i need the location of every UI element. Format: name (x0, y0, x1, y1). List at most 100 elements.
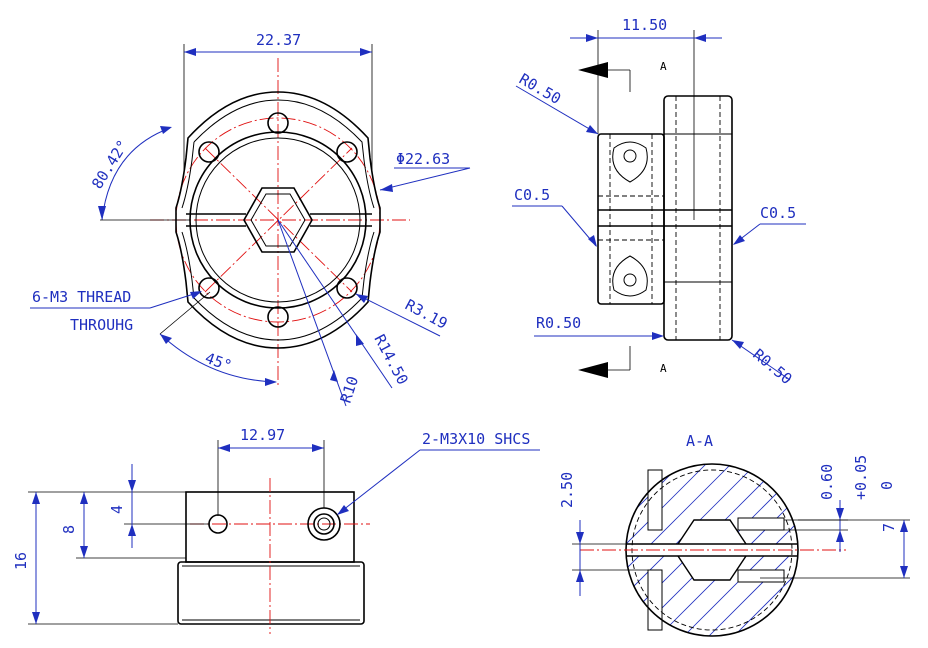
dim-arrow (588, 235, 597, 247)
leader-r0-50-top (515, 85, 599, 135)
dim-label-tol-zero: 0 (878, 481, 896, 490)
dim-label-diameter: Φ22.63 (396, 150, 450, 168)
thread-note-line1: 6-M3 THREAD (32, 288, 131, 306)
dim-label-c0-5-right: C0.5 (760, 204, 796, 222)
front-hex-socket-inner (250, 193, 306, 247)
leader-r0-50-bottom-right (731, 339, 791, 381)
front-hex-socket (243, 187, 313, 253)
dim-arrow (32, 492, 40, 504)
dim-label-tol-plus: +0.05 (852, 455, 870, 500)
section-arrow-bottom (578, 362, 608, 378)
dim-arrow (576, 532, 584, 544)
section-arrow-top (578, 62, 608, 78)
leader-r14-50 (277, 219, 393, 389)
dim-arrow (576, 570, 584, 582)
section-label-top: A (660, 60, 667, 73)
dim-arrow (900, 566, 908, 578)
front-diagonal-centerline (204, 147, 353, 293)
bolt-hole-top (267, 112, 289, 134)
leader-screw (337, 449, 421, 515)
dim-arrow (80, 492, 88, 504)
screw-note: 2-M3X10 SHCS (422, 430, 530, 448)
dim-label-r0-50-top: R0.50 (516, 70, 564, 108)
dim-label-r0-50-bottom-left: R0.50 (536, 314, 581, 332)
dim-arrow (160, 334, 172, 344)
side-body-right (663, 95, 733, 341)
bottom-screw-inner (317, 517, 331, 531)
dim-arrow (586, 125, 598, 134)
dim-label-r0-50-bottom-right: R0.50 (749, 345, 795, 388)
dim-label-7: 7 (880, 523, 898, 532)
bolt-hole-bottom-right (336, 277, 358, 299)
dim-arrow (218, 444, 230, 452)
section-key (737, 569, 785, 583)
side-clamp-hole-top (612, 141, 648, 183)
dim-arrow (900, 520, 908, 532)
front-inner-bore-edge (195, 137, 361, 303)
section-key (737, 517, 785, 531)
dim-label-4: 4 (108, 505, 126, 514)
section-view: A-A (558, 432, 910, 637)
bottom-lower-block (177, 561, 365, 625)
section-clamp-slot (647, 469, 663, 531)
bottom-view: 12.97 2-M3X10 SHCS 16 8 4 (12, 426, 540, 634)
dim-arrow (732, 340, 744, 349)
leader-r3-19 (355, 293, 441, 337)
dim-label-80-42: 80.42° (88, 137, 132, 192)
dim-arrow (330, 370, 338, 382)
dim-arrow (360, 48, 372, 56)
dim-arrow (694, 34, 706, 42)
dim-arrow (128, 524, 136, 536)
dim-label-8: 8 (60, 525, 78, 534)
dim-arrow (652, 332, 664, 340)
dim-arc-45 (159, 333, 277, 383)
dim-label-r14-50: R14.50 (370, 331, 411, 387)
front-outer-profile-inner (181, 99, 375, 341)
dim-arrow (733, 235, 745, 245)
dim-arrow (32, 612, 40, 624)
dim-arrow (312, 444, 324, 452)
leader-diameter (379, 167, 471, 191)
dim-arrow (356, 294, 368, 303)
dim-arrow (128, 480, 136, 492)
side-hole-circle (623, 273, 637, 287)
bolt-hole-top-left (198, 141, 220, 163)
dim-arrow (836, 508, 844, 520)
front-view: 22.37 80.42° Φ22.63 6-M3 THREAD THROUHG … (30, 31, 471, 407)
dim-label-16: 16 (12, 552, 30, 570)
section-title: A-A (686, 432, 713, 450)
dim-label-22-37: 22.37 (256, 31, 301, 49)
dim-arrow (356, 334, 364, 346)
thread-note-line2: THROUHG (70, 316, 133, 334)
dim-arrow (265, 378, 277, 386)
dim-label-r3-19: R3.19 (402, 296, 450, 333)
dim-arrow (190, 291, 202, 299)
dim-arrow (160, 126, 172, 134)
front-outer-profile (175, 91, 381, 349)
dim-label-0-60: 0.60 (818, 464, 836, 500)
dim-arrow (586, 34, 598, 42)
dim-arrow (836, 530, 844, 542)
dim-label-c0-5-left: C0.5 (514, 186, 550, 204)
dim-arrow (184, 48, 196, 56)
dim-arrow (380, 184, 393, 192)
section-label-bottom: A (660, 362, 667, 375)
side-hole-circle (623, 149, 637, 163)
dim-arrow (80, 546, 88, 558)
dim-label-2-50: 2.50 (558, 472, 576, 508)
ext-line-45 (159, 291, 211, 335)
dim-arrow (337, 505, 349, 515)
side-view: A A 11.50 R0.50 C0.5 C0.5 R0.50 R0.5 (512, 16, 806, 388)
dim-arrow (98, 206, 106, 220)
side-clamp-hole-bottom (612, 255, 648, 297)
dim-label-45: 45° (203, 349, 235, 375)
dim-label-11-50: 11.50 (622, 16, 667, 34)
side-clamp-left (597, 133, 665, 305)
bolt-hole-bottom-left (198, 277, 220, 299)
bolt-hole-top-right (336, 141, 358, 163)
dim-arc-80-42 (101, 127, 171, 221)
dim-label-r10: R10 (337, 374, 362, 405)
dim-label-12-97: 12.97 (240, 426, 285, 444)
front-diagonal-centerline-2 (204, 147, 353, 293)
